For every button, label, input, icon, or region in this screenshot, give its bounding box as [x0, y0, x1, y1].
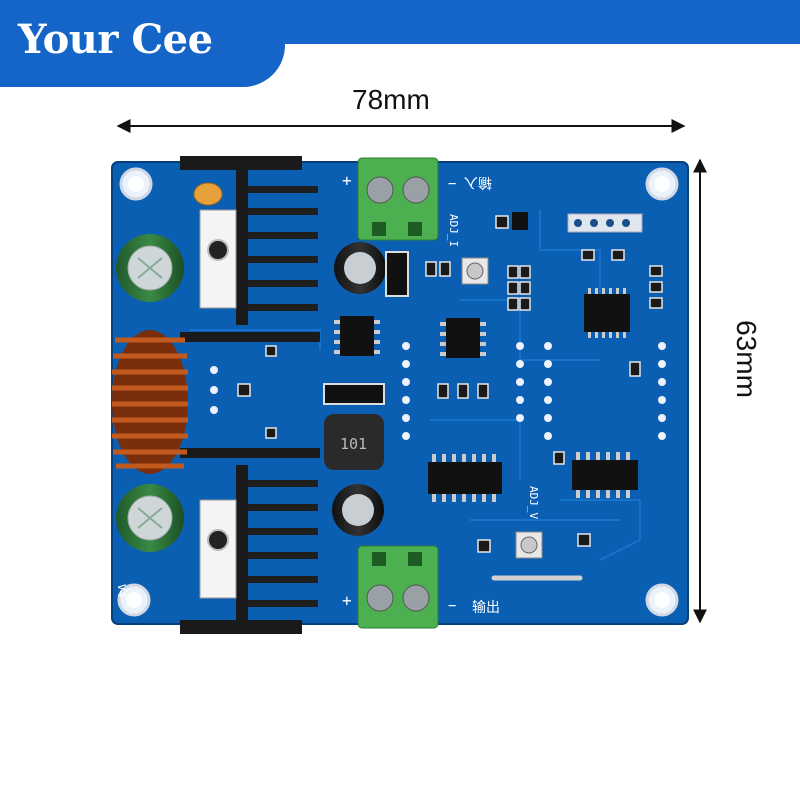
- smd-inductor: 101: [324, 414, 384, 470]
- inductor-code: 101: [340, 435, 367, 453]
- trim-potentiometer-voltage: [515, 531, 543, 559]
- silk-adj-current: ADJ_I: [447, 214, 460, 247]
- mounting-hole: [645, 583, 679, 617]
- ic-chip-soic14: [572, 452, 638, 498]
- output-terminal-block: [357, 545, 439, 629]
- silk-v4: V4: [115, 584, 128, 598]
- transistor: [512, 212, 528, 230]
- mounting-hole: [119, 167, 153, 201]
- heatsink-bottom: [180, 465, 318, 634]
- via-holes: [210, 342, 666, 440]
- diode: [385, 251, 409, 297]
- electrolytic-capacitor: [116, 484, 184, 552]
- trim-potentiometer-current: [461, 257, 489, 285]
- heatsink-top: [180, 156, 318, 325]
- silk-output-label: 输出: [472, 599, 500, 615]
- toroidal-inductor: [112, 330, 188, 474]
- ic-chip: [440, 318, 486, 358]
- diode: [323, 383, 385, 405]
- electrolytic-capacitor-small: [334, 242, 386, 294]
- electrolytic-capacitor: [116, 234, 184, 302]
- silk-plus-input: +: [342, 171, 352, 190]
- ic-chip: [334, 316, 380, 356]
- ic-chip-soic14: [428, 454, 502, 502]
- mounting-hole: [117, 583, 151, 617]
- silk-minus-input: −: [448, 176, 456, 192]
- brand-logo-text: Your Cee: [18, 16, 213, 63]
- silk-minus-output: −: [448, 598, 456, 614]
- mounting-hole: [645, 167, 679, 201]
- silk-adj-voltage: ADJ_V: [527, 486, 540, 519]
- smd-components: [237, 215, 663, 553]
- silk-input-label: 输入: [464, 175, 492, 191]
- width-dimension-label: 78mm: [352, 84, 430, 115]
- electrolytic-capacitor-small: [332, 484, 384, 536]
- brand-tab: Your Cee: [0, 0, 285, 87]
- input-terminal-block: [357, 157, 439, 241]
- ic-chip-tssop: [584, 288, 630, 338]
- ceramic-capacitor: [193, 182, 223, 206]
- pin-header: [567, 213, 643, 233]
- heatsink-bridge: [180, 332, 320, 342]
- silk-plus-output: +: [342, 591, 352, 610]
